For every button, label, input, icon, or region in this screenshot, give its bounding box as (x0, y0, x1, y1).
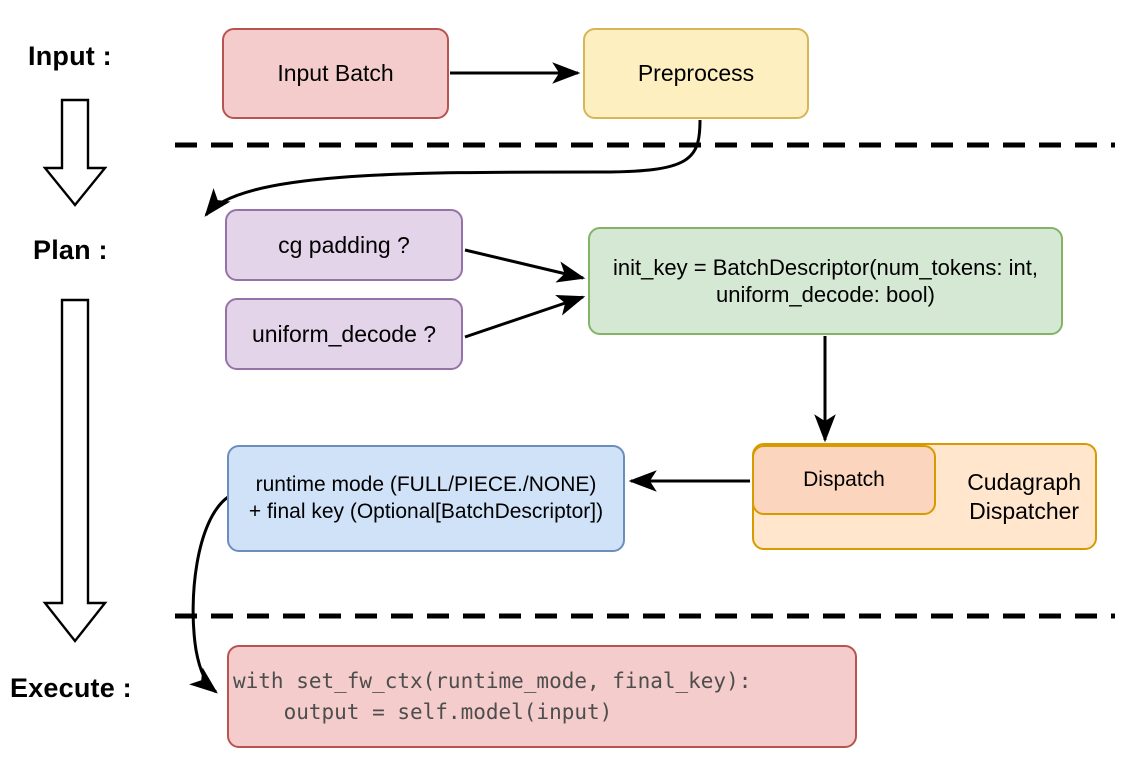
node-cudagraph-dispatcher-label: Cudagraph Dispatcher (967, 468, 1081, 524)
stage-arrow-input-to-plan (42, 98, 108, 207)
node-uniform-decode-label: uniform_decode ? (251, 320, 437, 347)
node-execute-code-label: with set_fw_ctx(runtime_mode, final_key)… (233, 669, 752, 724)
node-cg-padding[interactable]: cg padding ? (225, 209, 463, 281)
node-cg-padding-label: cg padding ? (278, 231, 410, 258)
stage-arrow-plan-to-execute (42, 298, 108, 643)
node-input-batch[interactable]: Input Batch (222, 28, 449, 119)
node-dispatch[interactable]: Dispatch (752, 445, 936, 515)
node-uniform-decode[interactable]: uniform_decode ? (225, 298, 463, 370)
stage-label-plan: Plan : (33, 235, 108, 265)
node-runtime-mode-label: runtime mode (FULL/PIECE./NONE) + final … (248, 473, 604, 523)
node-dispatch-label: Dispatch (803, 467, 885, 491)
node-execute-code[interactable]: with set_fw_ctx(runtime_mode, final_key)… (227, 645, 857, 748)
stage-label-input: Input : (28, 41, 112, 71)
node-init-key[interactable]: init_key = BatchDescriptor(num_tokens: i… (588, 227, 1063, 335)
stage-label-execute: Execute : (10, 673, 132, 703)
node-runtime-mode[interactable]: runtime mode (FULL/PIECE./NONE) + final … (227, 445, 625, 552)
edge-uniform-decode-to-init-key (464, 295, 586, 339)
node-init-key-label: init_key = BatchDescriptor(num_tokens: i… (613, 254, 1038, 307)
edge-preprocess-to-cg-padding (204, 119, 702, 217)
node-input-batch-label: Input Batch (277, 60, 394, 87)
edge-cg-padding-to-init-key (464, 248, 586, 283)
node-preprocess-label: Preprocess (637, 60, 755, 87)
edge-runtime-mode-to-execute-code (189, 495, 229, 694)
node-preprocess[interactable]: Preprocess (583, 28, 809, 119)
